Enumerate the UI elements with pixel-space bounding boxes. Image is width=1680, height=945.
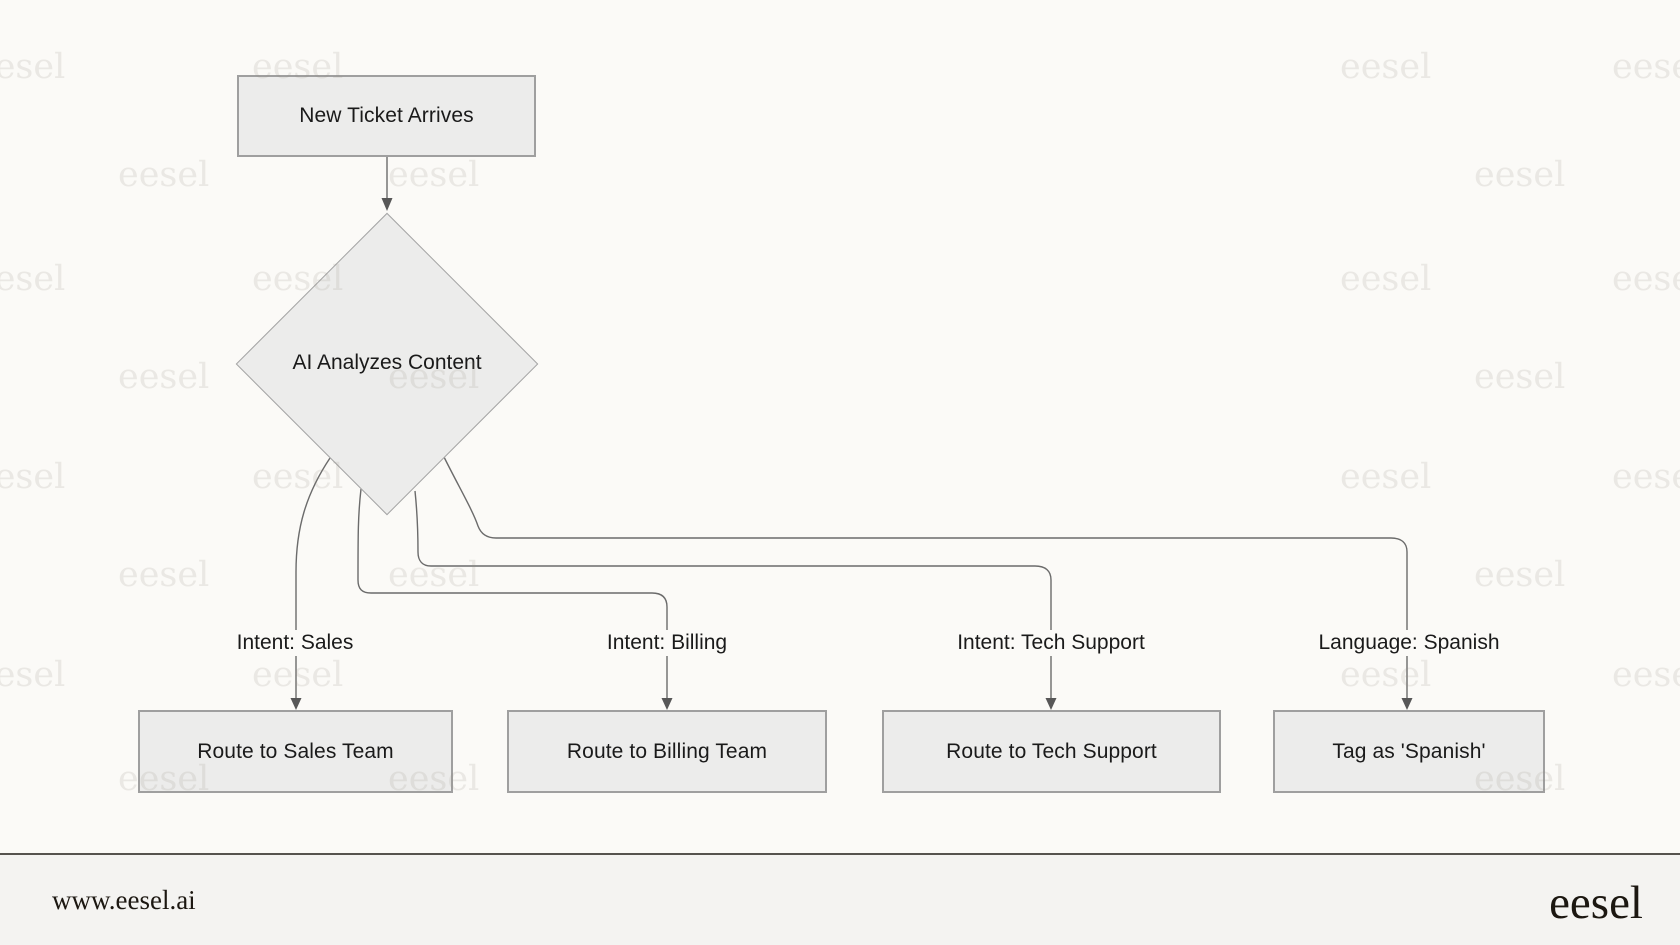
node-route-to-sales-team-label: Route to Sales Team: [197, 739, 394, 763]
arrowhead-sales: [290, 698, 302, 710]
edge-decision-to-tech: [414, 490, 1052, 699]
node-route-to-sales-team: Route to Sales Team: [138, 710, 453, 793]
arrowhead-spanish: [1401, 698, 1413, 710]
node-route-to-tech-support-label: Route to Tech Support: [946, 739, 1157, 763]
node-new-ticket-arrives: New Ticket Arrives: [237, 75, 536, 157]
node-route-to-billing-team: Route to Billing Team: [507, 710, 827, 793]
edge-label-language-spanish: Language: Spanish: [1311, 630, 1507, 656]
arrowhead-decision: [381, 198, 393, 211]
node-tag-as-spanish: Tag as 'Spanish': [1273, 710, 1545, 793]
decision-diamond-label: AI Analyzes Content: [292, 351, 482, 374]
edge-label-intent-sales: Intent: Sales: [229, 630, 361, 656]
node-new-ticket-arrives-label: New Ticket Arrives: [299, 104, 474, 127]
edge-decision-to-spanish: [443, 456, 1408, 699]
node-tag-as-spanish-label: Tag as 'Spanish': [1332, 739, 1486, 763]
node-route-to-tech-support: Route to Tech Support: [882, 710, 1221, 793]
edge-label-intent-billing: Intent: Billing: [599, 630, 735, 656]
footer-bar: www.eesel.ai eesel: [0, 853, 1680, 945]
eesel-logo: eesel: [1549, 877, 1643, 929]
arrowhead-billing: [661, 698, 673, 710]
node-route-to-billing-team-label: Route to Billing Team: [566, 739, 768, 763]
edge-decision-to-sales: [295, 457, 331, 699]
edge-label-intent-tech-support: Intent: Tech Support: [950, 630, 1152, 656]
arrowhead-tech: [1045, 698, 1057, 710]
footer-website-url: www.eesel.ai: [52, 884, 196, 915]
edge-decision-to-billing: [357, 488, 668, 699]
